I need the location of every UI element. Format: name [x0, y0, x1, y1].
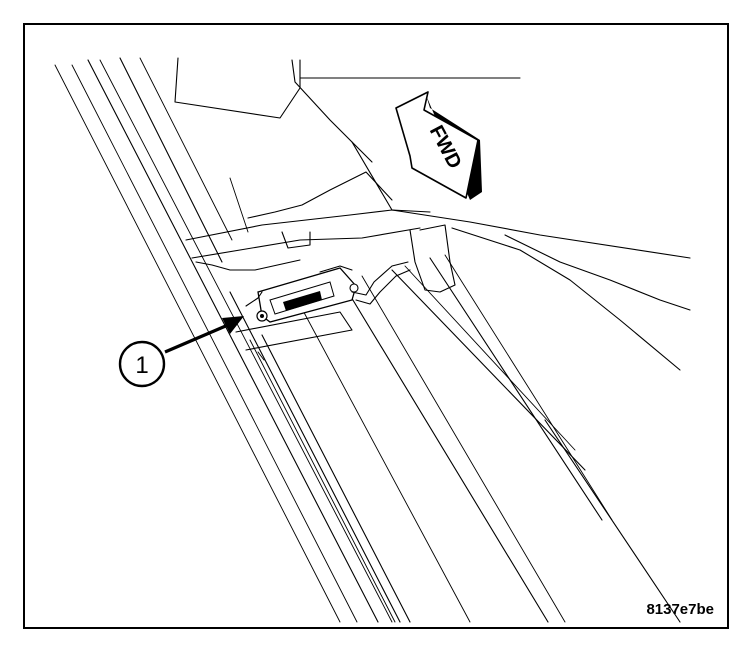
callout-number: 1: [135, 352, 148, 379]
side-impact-sensor: [245, 261, 411, 323]
fwd-direction-arrow: FWD: [395, 91, 482, 200]
sill-rails: [54, 57, 681, 623]
callout-badge: 1: [118, 340, 166, 388]
seat-and-trim: [174, 57, 691, 371]
callout-leader: [164, 316, 244, 354]
figure-id-label: 8137e7be: [646, 601, 714, 618]
figure-border: [23, 23, 729, 629]
trim-cutout: [235, 311, 353, 361]
